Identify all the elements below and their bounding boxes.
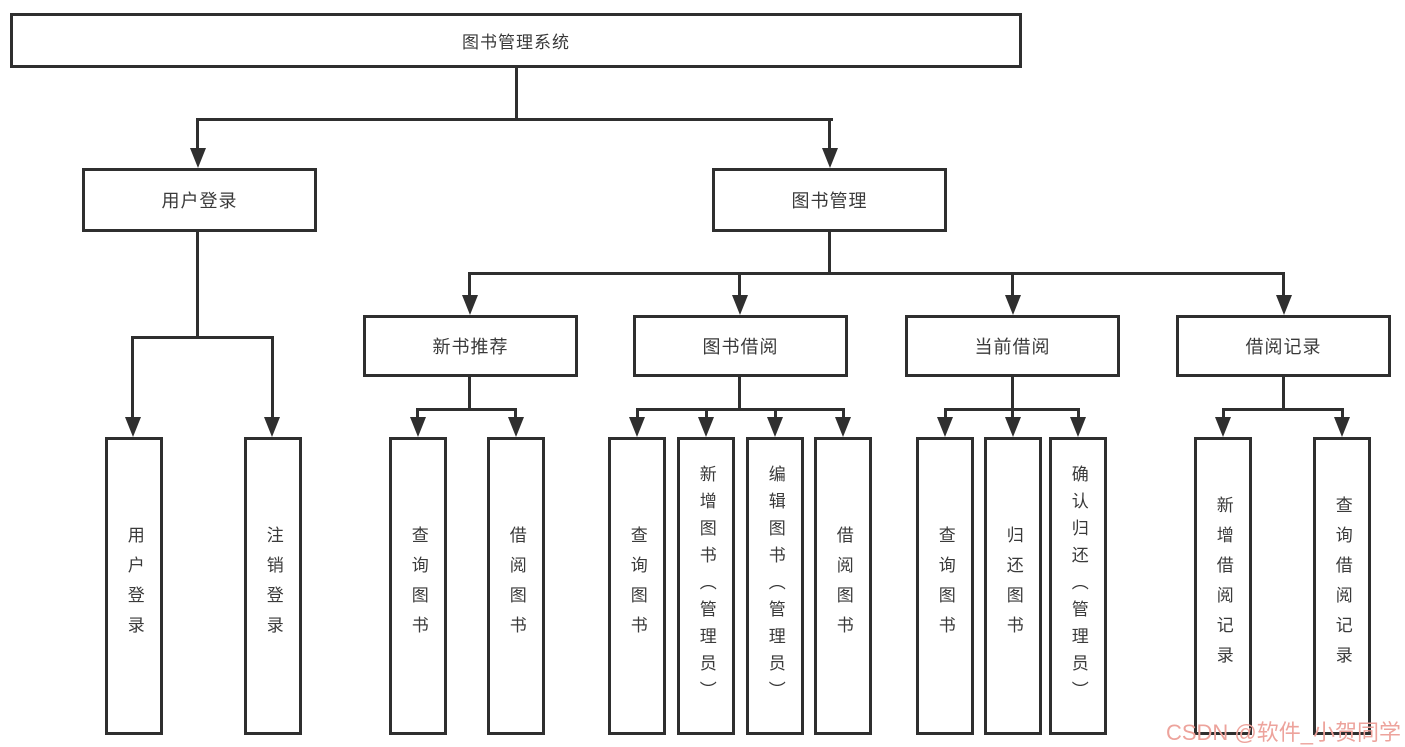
node-label: 编辑图书（管理员） — [765, 464, 785, 708]
connector-root-stem — [515, 66, 518, 121]
leaf-records-add-record: 新增借阅记录 — [1194, 437, 1252, 735]
arrowhead-down-icon — [125, 417, 141, 437]
arrowhead-down-icon — [264, 417, 280, 437]
node-new-book-recommend: 新书推荐 — [363, 315, 578, 377]
arrowhead-down-icon — [1334, 417, 1350, 437]
connector-recommend-stem — [468, 375, 471, 411]
node-label: 借阅图书 — [506, 526, 526, 646]
connector-login-drop — [196, 118, 199, 154]
arrowhead-down-icon — [1005, 417, 1021, 437]
arrowhead-down-icon — [698, 417, 714, 437]
leaf-borrow-borrow-books: 借阅图书 — [814, 437, 872, 735]
connector-mgmt-drop — [828, 118, 831, 154]
node-label: 图书管理 — [791, 191, 868, 211]
connector-current-stem — [1011, 375, 1014, 411]
arrowhead-down-icon — [462, 295, 478, 315]
connector-borrow-stem — [738, 375, 741, 411]
node-label: 归还图书 — [1003, 526, 1023, 646]
connector-drop — [271, 336, 274, 422]
node-label: 注销登录 — [263, 526, 283, 646]
connector-drop — [1011, 272, 1014, 300]
connector-drop — [1011, 408, 1014, 422]
leaf-recommend-query-books: 查询图书 — [389, 437, 447, 735]
node-label: 新增借阅记录 — [1213, 496, 1233, 676]
leaf-user-login: 用户登录 — [105, 437, 163, 735]
leaf-records-query-record: 查询借阅记录 — [1313, 437, 1371, 735]
arrowhead-down-icon — [1215, 417, 1231, 437]
arrowhead-down-icon — [1070, 417, 1086, 437]
node-label: 借阅图书 — [833, 526, 853, 646]
leaf-recommend-borrow-books: 借阅图书 — [487, 437, 545, 735]
connector-drop — [944, 408, 947, 422]
node-label: 用户登录 — [124, 526, 144, 646]
leaf-borrow-query-books: 查询图书 — [608, 437, 666, 735]
connector-mgmt-split — [468, 272, 1285, 275]
leaf-borrow-add-books-admin: 新增图书（管理员） — [677, 437, 735, 735]
node-label: 查询图书 — [627, 526, 647, 646]
arrowhead-down-icon — [835, 417, 851, 437]
connector-login-stem — [196, 230, 199, 339]
connector-records-stem — [1282, 375, 1285, 411]
arrowhead-down-icon — [937, 417, 953, 437]
connector-drop — [1222, 408, 1225, 422]
connector-records-split — [1222, 408, 1343, 411]
node-label: 用户登录 — [161, 191, 238, 211]
node-label: 借阅记录 — [1245, 337, 1322, 357]
node-borrow-records: 借阅记录 — [1176, 315, 1391, 377]
node-label: 新增图书（管理员） — [696, 464, 716, 708]
node-label: 查询借阅记录 — [1332, 496, 1352, 676]
arrowhead-down-icon — [508, 417, 524, 437]
node-book-borrow: 图书借阅 — [633, 315, 848, 377]
csdn-watermark: CSDN @软件_小贺同学 — [1165, 720, 1401, 745]
connector-drop — [774, 408, 777, 422]
arrowhead-down-icon — [410, 417, 426, 437]
arrowhead-down-icon — [629, 417, 645, 437]
node-book-management: 图书管理 — [712, 168, 947, 232]
connector-drop — [842, 408, 845, 422]
node-label: 查询图书 — [935, 526, 955, 646]
leaf-current-confirm-return-admin: 确认归还（管理员） — [1049, 437, 1107, 735]
node-label: 图书管理系统 — [462, 33, 570, 52]
connector-drop — [1282, 272, 1285, 300]
node-system-root: 图书管理系统 — [10, 13, 1022, 68]
connector-drop — [738, 272, 741, 300]
connector-borrow-split — [636, 408, 844, 411]
connector-drop — [1077, 408, 1080, 422]
arrowhead-down-icon — [822, 148, 838, 168]
connector-drop — [636, 408, 639, 422]
connector-drop — [131, 336, 134, 422]
arrowhead-down-icon — [1276, 295, 1292, 315]
leaf-borrow-edit-books-admin: 编辑图书（管理员） — [746, 437, 804, 735]
node-label: 图书借阅 — [702, 337, 779, 357]
connector-drop — [514, 408, 517, 422]
connector-recommend-split — [416, 408, 517, 411]
arrowhead-down-icon — [767, 417, 783, 437]
node-label: 查询图书 — [408, 526, 428, 646]
connector-drop — [468, 272, 471, 300]
arrowhead-down-icon — [190, 148, 206, 168]
leaf-current-query-books: 查询图书 — [916, 437, 974, 735]
connector-root-split — [196, 118, 833, 121]
arrowhead-down-icon — [732, 295, 748, 315]
connector-drop — [416, 408, 419, 422]
node-current-borrow: 当前借阅 — [905, 315, 1120, 377]
connector-login-split — [132, 336, 274, 339]
node-user-login: 用户登录 — [82, 168, 317, 232]
connector-drop — [705, 408, 708, 422]
node-label: 确认归还（管理员） — [1068, 464, 1088, 708]
connector-drop — [1341, 408, 1344, 422]
leaf-logout: 注销登录 — [244, 437, 302, 735]
leaf-current-return-books: 归还图书 — [984, 437, 1042, 735]
node-label: 新书推荐 — [432, 337, 509, 357]
connector-mgmt-stem — [828, 230, 831, 275]
node-label: 当前借阅 — [974, 337, 1051, 357]
arrowhead-down-icon — [1005, 295, 1021, 315]
